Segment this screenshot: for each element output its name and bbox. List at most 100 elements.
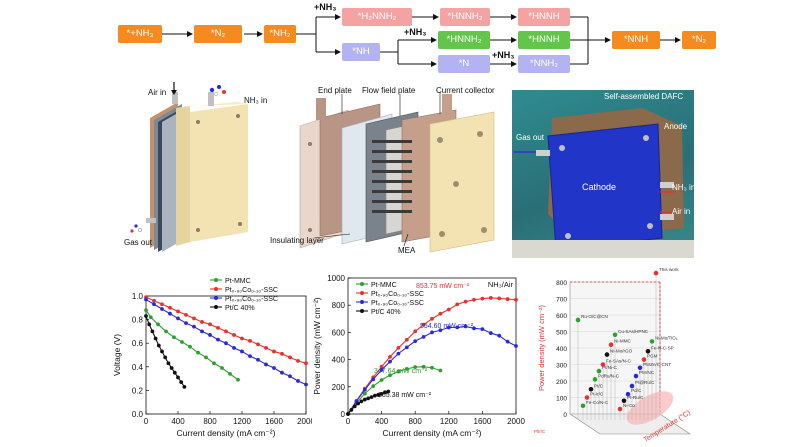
legend-label: Pt₀.₉₀Co₀.₁₀-SSC [371, 291, 424, 298]
scatter-point [584, 395, 590, 400]
data-point [182, 384, 187, 389]
data-point [200, 320, 204, 324]
photo-cathode: Cathode [582, 182, 617, 192]
scatter-point [608, 342, 614, 347]
data-point [404, 345, 409, 350]
data-point [413, 365, 418, 369]
assembled-cell-illustration [130, 82, 248, 252]
data-point [144, 314, 148, 318]
data-point [280, 370, 284, 375]
data-point [372, 393, 377, 398]
point-label: Cu-SAs/HPNC [618, 329, 649, 334]
scatter-point [633, 373, 639, 379]
data-point [455, 302, 460, 307]
data-point [455, 325, 460, 330]
y-tick-label: 600 [332, 328, 346, 337]
node-hnnh-b: *HNNH [518, 31, 570, 49]
data-point [240, 336, 244, 341]
bolt-hole-icon [308, 142, 312, 146]
category-label: PtIr/C [534, 429, 545, 434]
data-point [212, 361, 216, 366]
bolt-hole-icon [453, 181, 459, 187]
node-nnh2: *NNH₂ [518, 55, 570, 73]
cell1-nh3-in: NH₃ in [244, 96, 268, 105]
bolt-icon [196, 120, 200, 124]
nh3-in-fitting [660, 182, 674, 188]
node-nnh: *NNH [612, 31, 660, 49]
data-point [371, 377, 376, 382]
data-point [379, 364, 384, 369]
x-axis-label: Current density (mA cm⁻²) [383, 428, 482, 438]
data-point [388, 373, 392, 378]
data-point [144, 308, 148, 313]
data-point [505, 297, 510, 301]
scatter-point [629, 383, 635, 389]
data-point [369, 395, 374, 400]
y-tick-label: 0.0 [132, 410, 144, 419]
data-point [172, 370, 177, 375]
scatter-point [596, 368, 602, 374]
collector-tab [316, 98, 326, 120]
data-point [421, 322, 426, 327]
data-point [152, 302, 156, 307]
data-point [264, 362, 268, 367]
legend-marker [214, 296, 218, 300]
y-tick-label: 800 [556, 280, 567, 287]
point-label: Ni-MMC [614, 339, 632, 344]
photo-anode: Anode [664, 122, 688, 131]
data-point [438, 368, 443, 373]
bolt-hole-icon [477, 131, 483, 137]
scatter-point [575, 317, 581, 323]
data-point [184, 321, 188, 326]
point-label: PdRu/N-C [598, 373, 620, 378]
node-n2: *N₂ [682, 31, 716, 49]
y-tick-label: 0.4 [132, 363, 144, 372]
data-point [228, 371, 232, 376]
scatter-point [600, 362, 606, 367]
point-label: PtIr/NC [639, 370, 655, 375]
point-label: Pt@Ru/C [635, 380, 655, 385]
data-point [352, 404, 357, 409]
legend-marker [214, 287, 218, 291]
node-nh2: *NH₂ [264, 25, 296, 43]
bolt-icon [643, 135, 649, 141]
condition-label: NH₃/Air [488, 280, 514, 289]
peak-label: 554.60 mW cm⁻² [420, 323, 474, 330]
nh3-molecule-icon [222, 90, 226, 94]
scatter-point [625, 391, 631, 397]
data-point [248, 354, 252, 359]
y-tick-label: 0.2 [132, 386, 144, 395]
plot-frame [145, 295, 307, 415]
point-label: Ni-Mo/TiO₂ [655, 335, 678, 340]
gas-out-fitting [536, 150, 550, 156]
exploded-view-illustration [299, 92, 495, 253]
data-point [288, 374, 292, 379]
data-point [172, 335, 176, 340]
x-tick-label: 1200 [233, 417, 251, 426]
y-tick-label: 400 [332, 356, 346, 365]
scatter-point [604, 352, 610, 357]
data-point [446, 307, 451, 312]
x-axis-label: Current density (mA cm⁻²) [177, 428, 276, 438]
x-tick-label: 1200 [440, 417, 458, 426]
data-point [438, 328, 443, 333]
data-point [176, 309, 180, 314]
plus-nh3-3: +NH₃ [492, 50, 515, 60]
data-point [514, 344, 518, 348]
y-axis-label: Voltage (V) [112, 334, 122, 376]
y-tick-label: 100 [556, 396, 567, 403]
data-point [356, 401, 360, 406]
data-point [514, 297, 518, 302]
legend-marker [360, 300, 364, 304]
scatter-point [612, 332, 618, 338]
data-point [152, 298, 156, 303]
legend-marker [214, 305, 218, 309]
node-hnnh2-b: *HNNH₂ [438, 31, 490, 49]
data-point [179, 380, 184, 385]
scatter-point [649, 339, 655, 344]
node-n: *N [438, 55, 490, 73]
legend-marker [360, 291, 364, 295]
data-point [413, 339, 418, 344]
photo-nh3-in: NH₃ in [672, 183, 696, 192]
